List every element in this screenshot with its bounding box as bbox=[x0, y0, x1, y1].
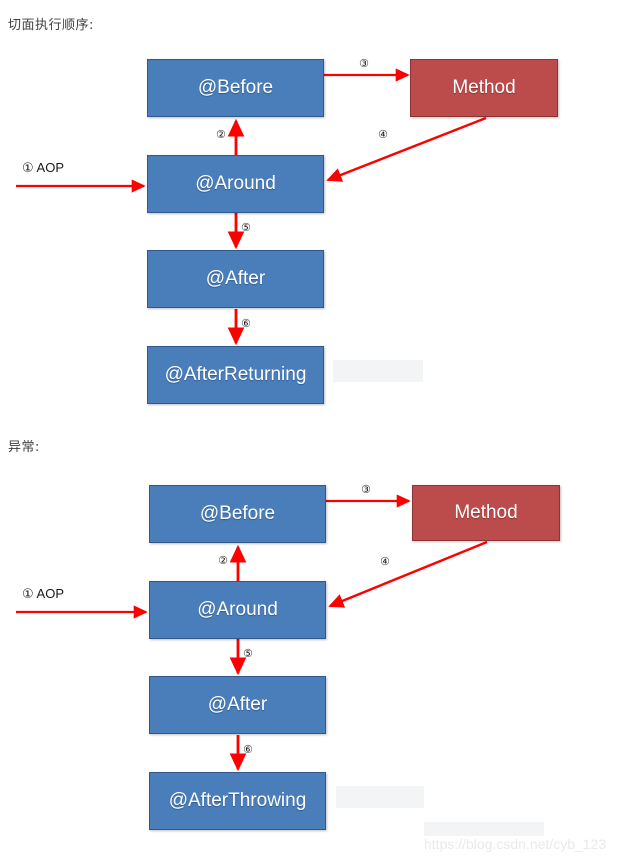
node-method-2[interactable]: Method bbox=[412, 485, 560, 541]
node-before-1[interactable]: @Before bbox=[147, 59, 324, 117]
node-before-2[interactable]: @Before bbox=[149, 485, 326, 543]
watermark-block-1 bbox=[333, 360, 423, 382]
step-label-3-diagram-2: ③ bbox=[361, 483, 371, 496]
step-label-5-diagram-2: ⑤ bbox=[243, 647, 253, 660]
step-label-5-diagram-1: ⑤ bbox=[241, 221, 251, 234]
step-label-4-diagram-1: ④ bbox=[378, 128, 388, 141]
node-method-1[interactable]: Method bbox=[410, 59, 558, 117]
step-label-6-diagram-2: ⑥ bbox=[243, 743, 253, 756]
step-label-6-diagram-1: ⑥ bbox=[241, 317, 251, 330]
step-label-4-diagram-2: ④ bbox=[380, 555, 390, 568]
arrow-method-to-around-2 bbox=[328, 540, 488, 608]
section-title-normal-flow: 切面执行顺序: bbox=[8, 18, 94, 33]
step-label-2-diagram-2: ② bbox=[218, 554, 228, 567]
section-title-exception-flow: 异常: bbox=[8, 440, 40, 455]
entry-label-aop-1: ① AOP bbox=[22, 160, 65, 175]
arrow-method-to-around-1 bbox=[326, 116, 487, 182]
watermark-block-2 bbox=[336, 786, 424, 808]
step-label-2-diagram-1: ② bbox=[216, 128, 226, 141]
node-around-2[interactable]: @Around bbox=[149, 581, 326, 639]
watermark-url: https://blog.csdn.net/cyb_123 bbox=[424, 836, 607, 852]
node-around-1[interactable]: @Around bbox=[147, 155, 324, 213]
node-after-2[interactable]: @After bbox=[149, 676, 326, 734]
node-afterreturning-1[interactable]: @AfterReturning bbox=[147, 346, 324, 404]
entry-label-aop-2: ① AOP bbox=[22, 586, 65, 601]
node-afterthrowing-2[interactable]: @AfterThrowing bbox=[149, 772, 326, 830]
step-label-3-diagram-1: ③ bbox=[359, 57, 369, 70]
node-after-1[interactable]: @After bbox=[147, 250, 324, 308]
watermark-block-3 bbox=[424, 822, 544, 836]
